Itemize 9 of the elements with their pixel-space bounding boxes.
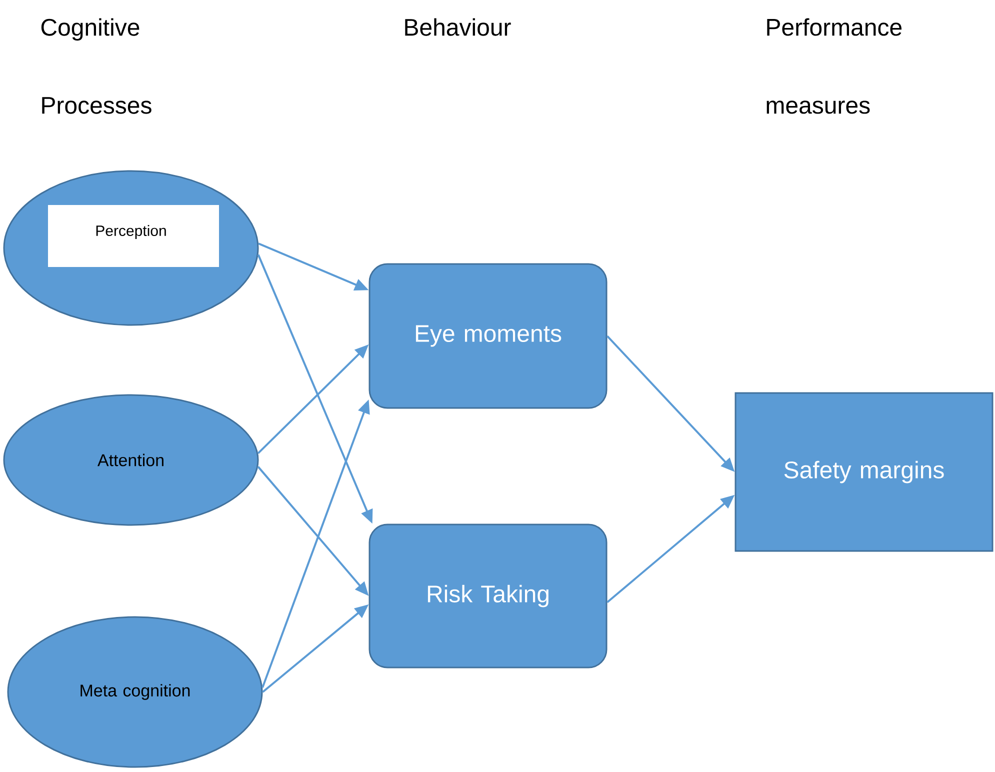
column-heading: Behaviour: [405, 18, 511, 36]
ellipse-node: Perception: [3, 170, 259, 326]
column-heading: Performance measures: [766, 18, 902, 114]
column-heading: Cognitive Processes: [41, 18, 152, 114]
rounded-box: Risk Taking: [368, 524, 608, 668]
ellipse-node: Meta cognition: [7, 616, 263, 768]
rounded-box: Eye moments: [368, 263, 608, 409]
ellipse-node: Attention: [3, 394, 259, 526]
process-box: Safety margins: [734, 392, 994, 552]
